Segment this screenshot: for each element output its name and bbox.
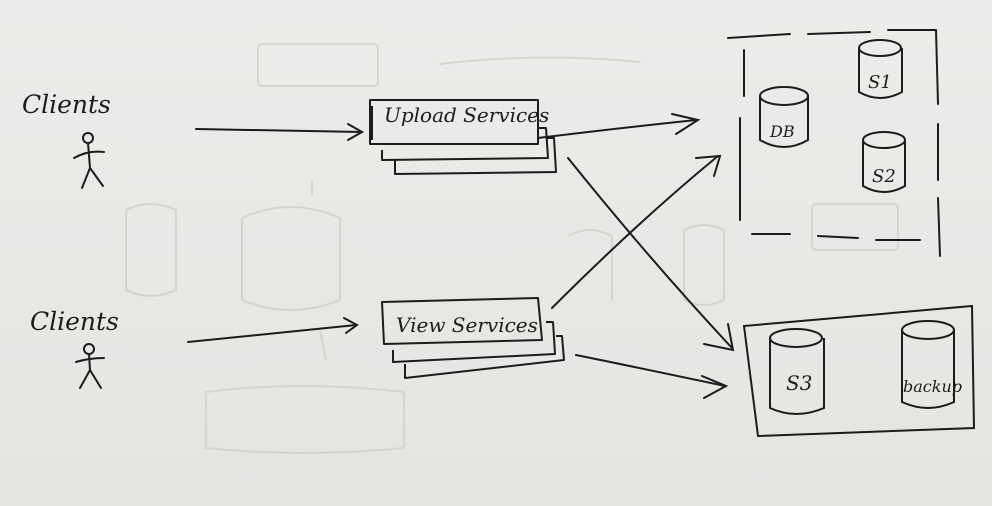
s2-cylinder (862, 131, 906, 193)
s2-label: S2 (872, 166, 896, 187)
s1-label: S1 (868, 72, 892, 93)
clients-bottom: Clients (30, 307, 119, 389)
metadata-storage-group (727, 29, 941, 257)
ghost-marks (125, 43, 899, 454)
clients-top: Clients (22, 90, 111, 189)
blob-storage-group (742, 304, 976, 438)
arrow-clients-to-view (187, 324, 357, 343)
view-service-label: View Services (396, 313, 538, 337)
view-service (381, 297, 565, 379)
arrow-view-to-metadata (551, 155, 719, 309)
arrow-head-icon (671, 113, 701, 135)
person-icon (75, 343, 105, 389)
client-arrows (187, 123, 365, 343)
arrow-head-icon (343, 317, 359, 334)
arrow-upload-to-metadata (537, 119, 697, 139)
s3-cylinder (769, 328, 825, 415)
s1-cylinder (858, 39, 903, 99)
service-arrows (537, 113, 735, 399)
clients-bottom-label: Clients (30, 307, 119, 336)
db-label: DB (769, 122, 795, 141)
backup-label: backup (903, 377, 962, 396)
s3-label: S3 (786, 371, 812, 395)
arrow-upload-to-storage (567, 157, 733, 349)
arrow-view-to-storage (575, 354, 726, 387)
upload-service (369, 99, 557, 175)
arrow-head-icon (695, 154, 722, 177)
arrow-clients-to-upload (195, 128, 363, 133)
arrow-head-icon (347, 123, 365, 141)
arrow-head-icon (701, 375, 729, 399)
db-cylinder (759, 86, 809, 148)
backup-cylinder (901, 320, 955, 409)
arrow-head-icon (703, 323, 735, 352)
person-icon (73, 132, 105, 189)
clients-top-label: Clients (22, 90, 111, 119)
upload-service-label: Upload Services (384, 103, 549, 127)
